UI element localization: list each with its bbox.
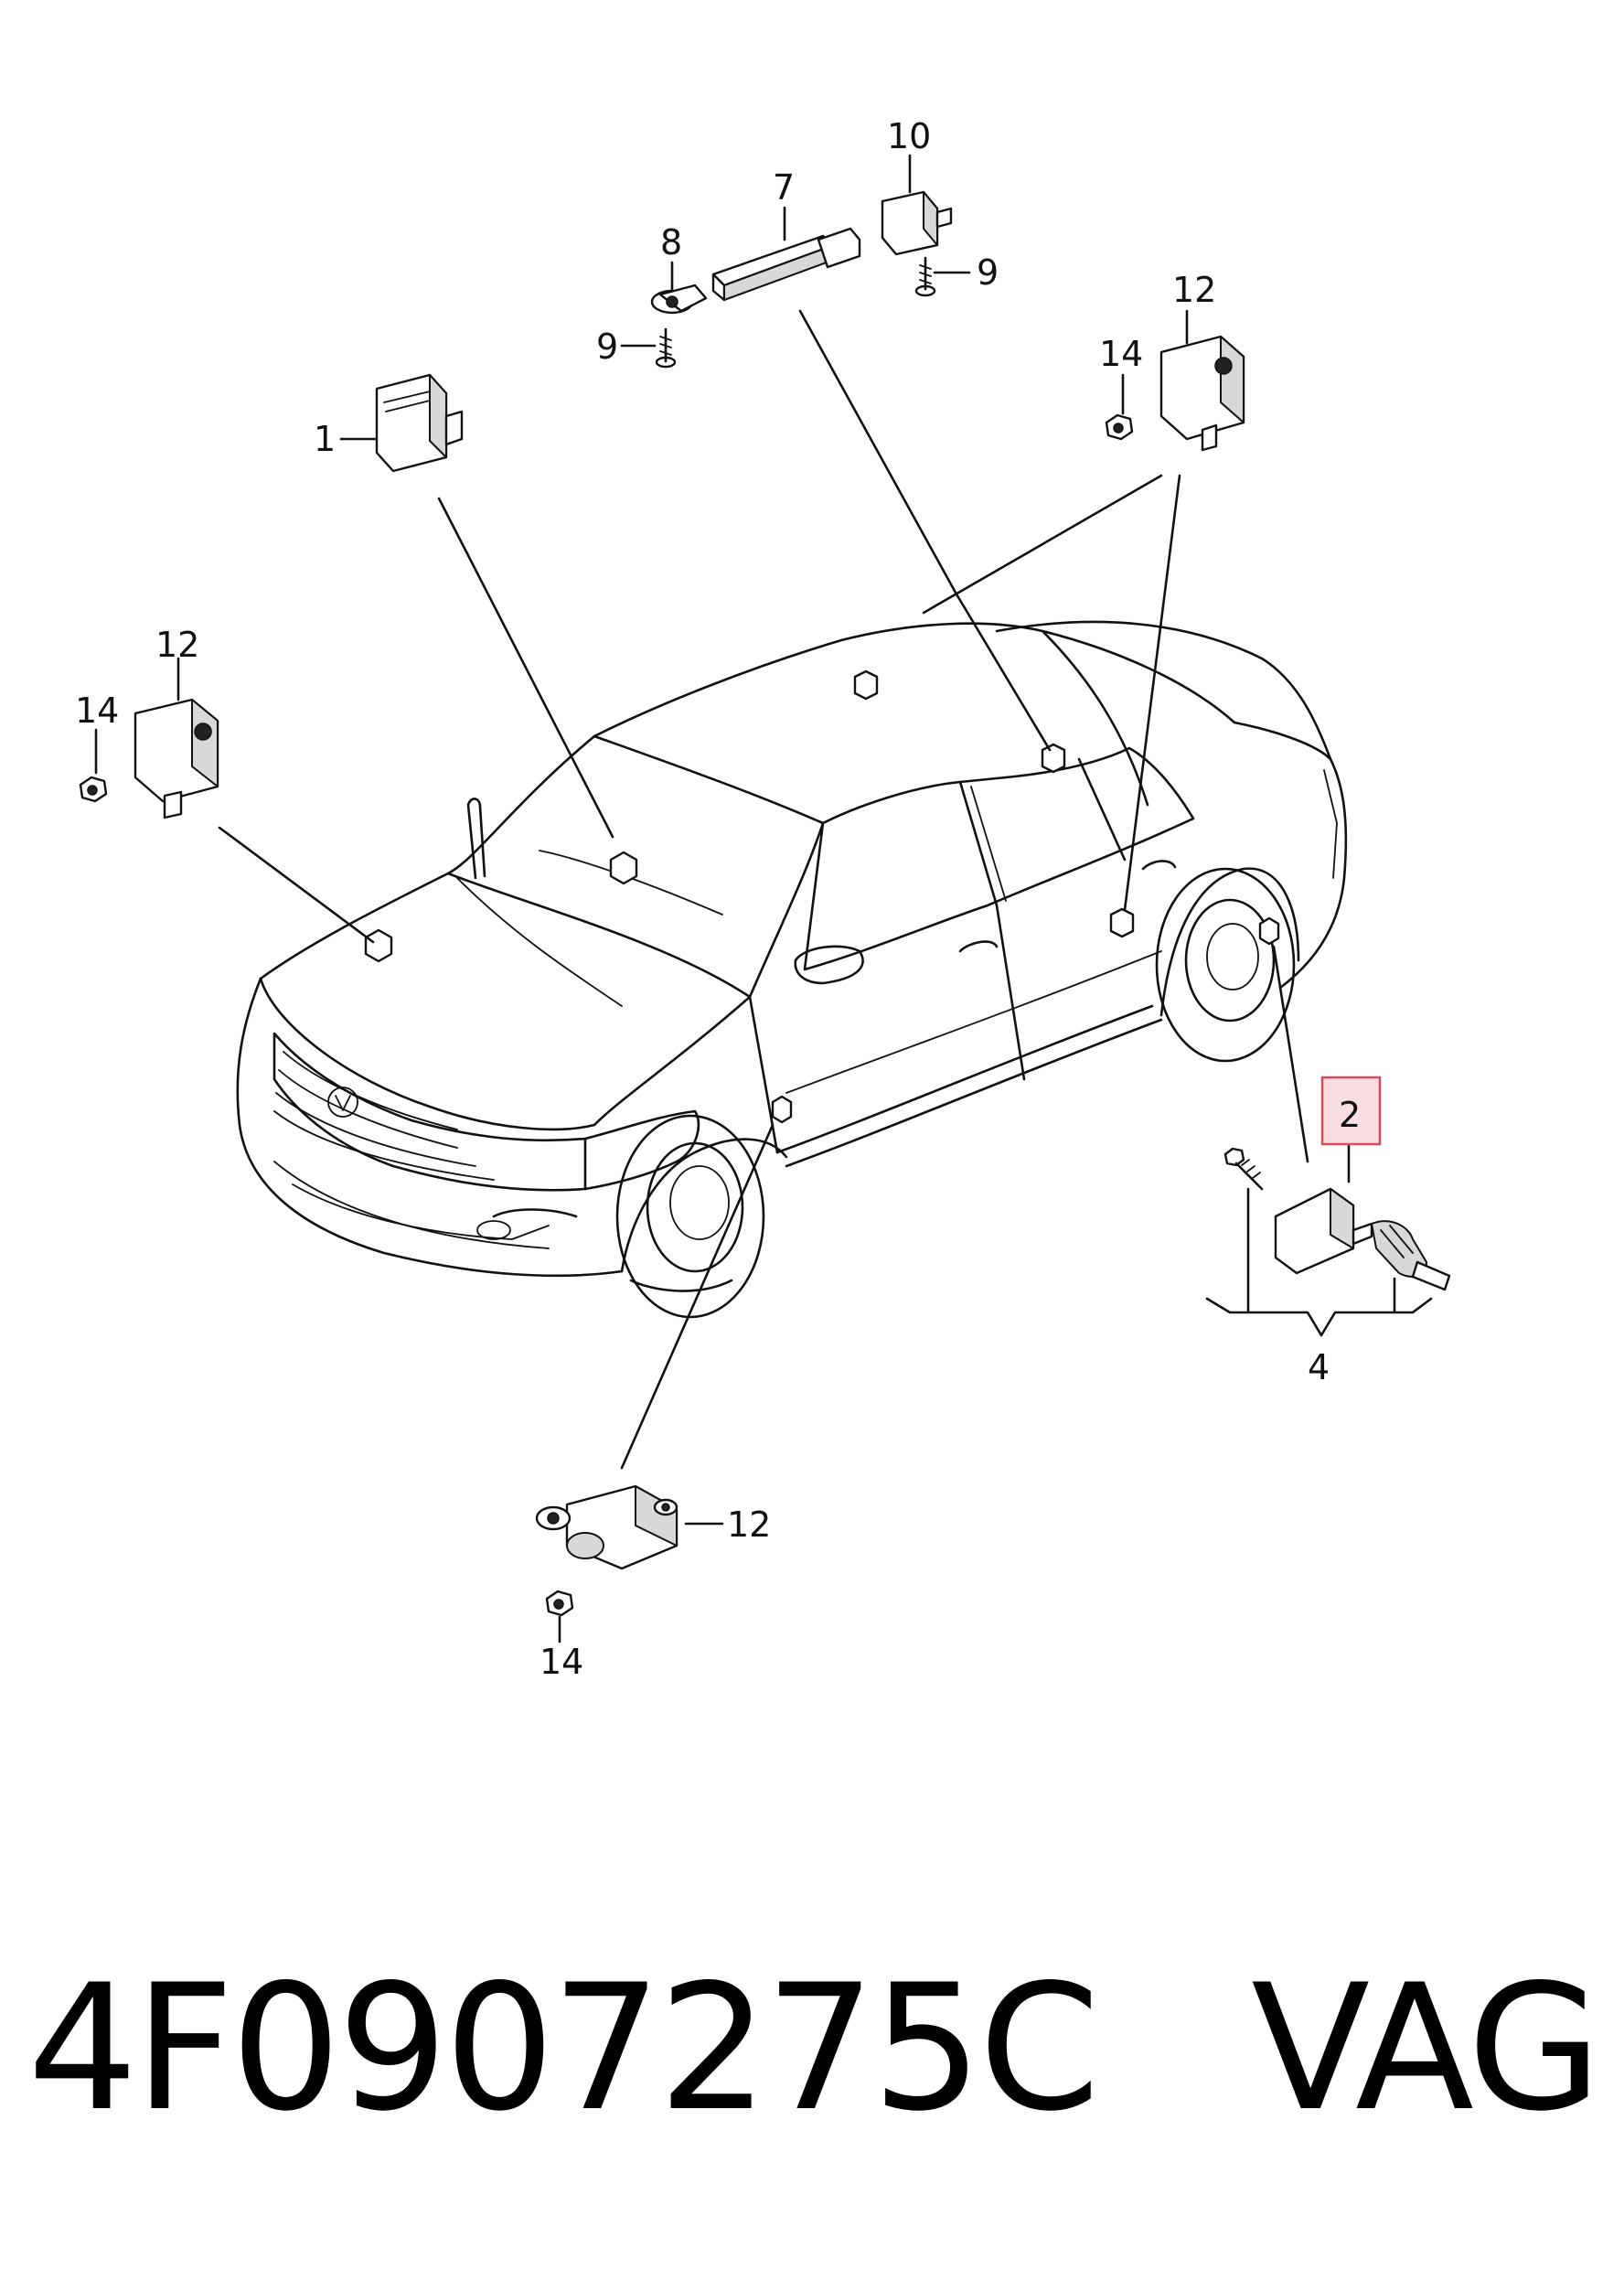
callout-2: 2: [1339, 1095, 1361, 1135]
callout-14-bottom: 14: [540, 1642, 583, 1682]
callout-7: 7: [773, 167, 795, 208]
callout-4: 4: [1308, 1347, 1330, 1387]
part-1-control-unit: [375, 373, 464, 473]
callout-14-top-right: 14: [1099, 334, 1143, 374]
part-14-nut-bottom: [545, 1590, 574, 1617]
part-2-tpms-sensor: [1274, 1187, 1451, 1291]
part-12-sensor-left: [134, 698, 219, 819]
part-12-sensor-top-right: [1159, 335, 1245, 452]
sensor-marker-rear-door: [1109, 907, 1135, 938]
sensor-marker-windshield: [609, 851, 638, 885]
part-7-antenna: [711, 227, 861, 302]
part-9-screw-b: [914, 256, 936, 297]
callout-10: 10: [887, 116, 931, 156]
callout-8: 8: [660, 222, 682, 262]
callout-labels: 1 2 4 7 8 9 9 10 12 12 12 14 14 14: [75, 116, 1361, 1682]
sensor-marker-front-wheel: [771, 1095, 793, 1124]
car-illustration: [236, 620, 1348, 1319]
callout-9-right: 9: [977, 252, 999, 293]
callout-1: 1: [314, 419, 336, 459]
callout-14-left: 14: [75, 691, 119, 731]
part-4-valve-screw: [1223, 1147, 1264, 1191]
callout-12-bottom: 12: [727, 1504, 771, 1545]
callout-9-left: 9: [596, 327, 618, 367]
callout-12-left: 12: [155, 625, 199, 665]
part-12-sensor-bottom: [535, 1484, 678, 1570]
part-14-nut-top-right: [1105, 413, 1134, 441]
part-number-footer: 4F0907275C VAG: [27, 1947, 1602, 2149]
sensor-marker-hood: [364, 928, 393, 963]
sensor-marker-rear-window: [1041, 743, 1066, 774]
part-8-clip: [650, 284, 708, 315]
part-9-screw-a: [655, 327, 677, 369]
sensor-marker-roof: [853, 669, 879, 701]
part-14-nut-left: [79, 776, 108, 803]
leader-lines: [94, 154, 1433, 1644]
sensor-marker-rear-wheel: [1258, 916, 1280, 946]
highlight-box-part-2: [1320, 1076, 1382, 1146]
part-10-bracket: [881, 190, 953, 256]
callout-12-top-right: 12: [1172, 270, 1216, 310]
